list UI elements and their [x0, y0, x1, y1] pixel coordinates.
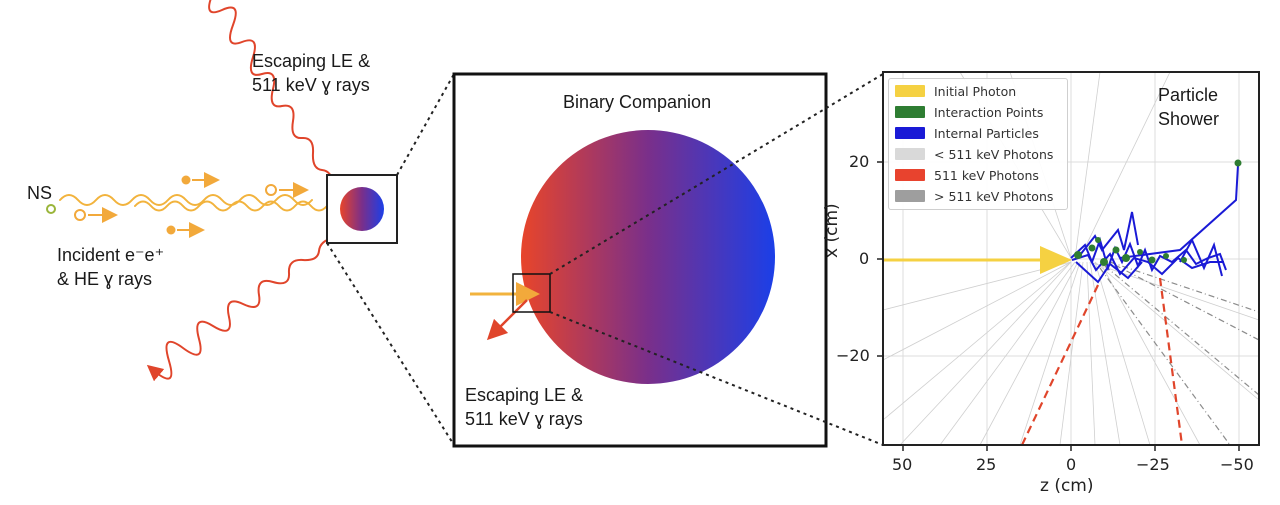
y-tick-label: 0 — [859, 249, 870, 268]
legend-swatch — [895, 85, 925, 97]
legend-item-low-photons: < 511 keV Photons — [895, 145, 1053, 163]
interaction-points — [1074, 159, 1242, 266]
y-axis-title: x (cm) — [822, 203, 842, 258]
legend-item-interaction-points: Interaction Points — [895, 103, 1043, 121]
incident-line-2: & HE ɣ rays — [57, 269, 153, 289]
escaping-top-line-1: Escaping LE & — [252, 51, 371, 71]
right-panel — [877, 71, 1260, 451]
shower-title-line-1: Particle — [1158, 85, 1219, 105]
middle-panel — [452, 72, 828, 448]
x-tick-label: 50 — [892, 455, 913, 474]
legend-label: Initial Photon — [934, 83, 1017, 99]
x-tick-label: −25 — [1136, 455, 1170, 474]
x-axis-title: z (cm) — [1040, 476, 1094, 496]
legend-swatch — [895, 148, 925, 160]
companion-title: Binary Companion — [563, 92, 712, 112]
zoom-line-top-1 — [396, 73, 455, 176]
legend-label: 511 keV Photons — [934, 167, 1039, 183]
legend-label: > 511 keV Photons — [934, 188, 1054, 204]
electron-particle-2 — [265, 182, 309, 198]
legend-item-initial-photon: Initial Photon — [895, 82, 1016, 100]
legend-swatch — [895, 106, 925, 118]
incident-wave-2 — [134, 200, 328, 212]
companion-small — [340, 187, 384, 231]
annihilation-photons — [1021, 277, 1184, 446]
escaping-photon-arrow — [486, 299, 528, 341]
legend-swatch — [895, 127, 925, 139]
left-panel — [46, 0, 398, 382]
plot-legend: Initial Photon Interaction Points Intern… — [888, 78, 1068, 210]
legend-label: Interaction Points — [934, 104, 1044, 120]
legend-label: < 511 keV Photons — [934, 146, 1054, 162]
x-tick-label: −50 — [1220, 455, 1254, 474]
zoom-line-bottom-1 — [326, 242, 455, 446]
incident-wave-1 — [59, 194, 313, 206]
electron-particle-1 — [74, 207, 118, 223]
neutron-star-label: NS — [27, 183, 53, 203]
zoom-line-top-2 — [549, 73, 884, 275]
legend-swatch — [895, 190, 925, 202]
legend-swatch — [895, 169, 925, 181]
x-tick-label: 25 — [976, 455, 997, 474]
escaping-mid-line-2: 511 keV ɣ rays — [465, 409, 583, 429]
escaping-mid-line-1: Escaping LE & — [465, 385, 584, 405]
x-tick-label: 0 — [1066, 455, 1077, 474]
initial-photon-arrowhead — [1040, 246, 1072, 274]
neutron-star-dot — [46, 204, 56, 214]
legend-item-high-photons: > 511 keV Photons — [895, 187, 1053, 205]
y-tick-label: −20 — [836, 346, 870, 365]
internal-particle-tracks — [1070, 164, 1239, 284]
escaping-top-line-2: 511 keV ɣ rays — [252, 75, 370, 95]
legend-item-internal-particles: Internal Particles — [895, 124, 1039, 142]
shower-zoom-box — [512, 273, 551, 313]
legend-label: Internal Particles — [934, 125, 1039, 141]
positron-particle-2 — [166, 222, 205, 238]
companion-large — [521, 130, 775, 384]
positron-particle-1 — [181, 172, 220, 188]
legend-item-511-photons: 511 keV Photons — [895, 166, 1039, 184]
incident-line-1: Incident e⁻e⁺ — [57, 245, 165, 265]
escaping-wave-top — [208, 0, 334, 186]
escaping-wave-bottom — [146, 237, 334, 382]
shower-title-line-2: Shower — [1158, 109, 1220, 129]
y-tick-label: 20 — [849, 152, 870, 171]
